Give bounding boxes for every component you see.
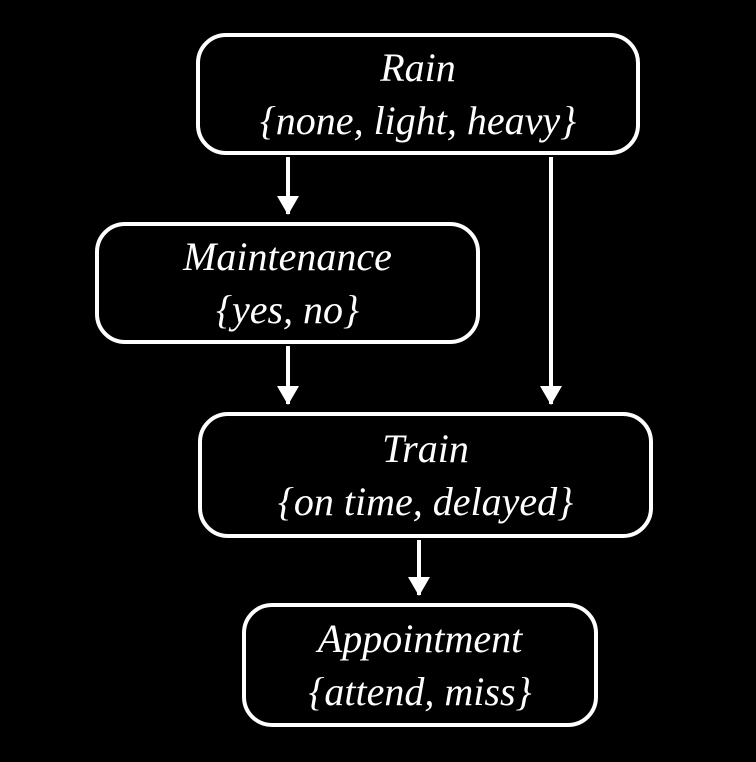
- node-appointment: Appointment {attend, miss}: [242, 603, 598, 727]
- node-appointment-values: {attend, miss}: [308, 669, 532, 714]
- node-maintenance: Maintenance {yes, no}: [95, 222, 480, 344]
- node-train-label: Train: [382, 426, 469, 471]
- node-rain-label: Rain: [380, 45, 456, 90]
- node-rain-values: {none, light, heavy}: [259, 98, 577, 143]
- node-maintenance-label: Maintenance: [183, 234, 392, 279]
- node-rain: Rain {none, light, heavy}: [196, 33, 640, 155]
- node-train-values: {on time, delayed}: [277, 479, 574, 524]
- node-maintenance-values: {yes, no}: [215, 287, 360, 332]
- node-train: Train {on time, delayed}: [198, 412, 653, 538]
- node-appointment-label: Appointment: [317, 616, 523, 661]
